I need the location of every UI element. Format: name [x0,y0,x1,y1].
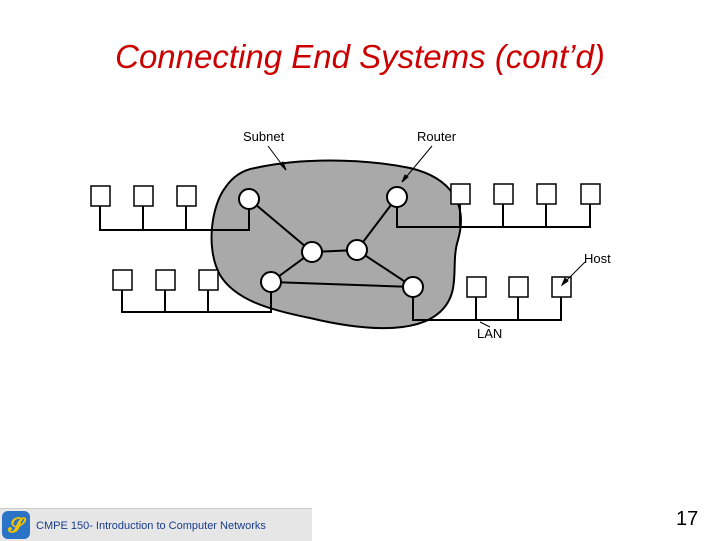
page-number: 17 [676,508,699,530]
host [551,276,572,298]
router [238,188,260,210]
host [493,183,514,205]
host [450,183,471,205]
host [112,269,133,291]
host [90,185,111,207]
router [260,271,282,293]
host [176,185,197,207]
label-pointers [267,145,586,328]
router [301,241,323,263]
routers [238,186,424,298]
host [198,269,219,291]
router [402,276,424,298]
hosts [90,183,601,298]
router-label: Router [417,129,457,144]
footer-course-title: CMPE 150- Introduction to Computer Netwo… [36,520,266,532]
subnet-cloud [210,159,462,330]
host [155,269,176,291]
slide-title: Connecting End Systems (cont’d) [115,38,605,75]
host [466,276,487,298]
lan-label: LAN [477,326,502,341]
logo-icon: 𝓢 [2,511,30,539]
host [508,276,529,298]
subnet-label: Subnet [243,129,285,144]
lan-wiring [99,197,591,321]
footer-bar [0,508,312,541]
host [133,185,154,207]
host [580,183,601,205]
host [536,183,557,205]
router [346,239,368,261]
host-label: Host [584,251,611,266]
router [386,186,408,208]
